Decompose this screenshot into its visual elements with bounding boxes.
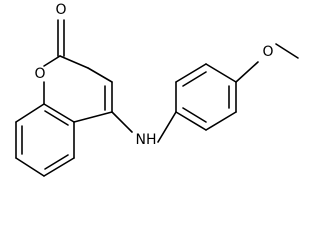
pyranone-ring	[43, 19, 113, 123]
methoxy-group	[235, 43, 299, 83]
amine-label: NH	[136, 132, 157, 148]
molecule-diagram: O O NH O	[15, 2, 299, 177]
methoxy-oxygen-label: O	[262, 44, 273, 60]
ring-oxygen-label: O	[34, 66, 45, 82]
amine-link	[111, 111, 177, 143]
carbonyl-oxygen-label: O	[55, 2, 66, 18]
benzo-ring	[15, 103, 75, 177]
phenyl-ring	[175, 63, 237, 131]
